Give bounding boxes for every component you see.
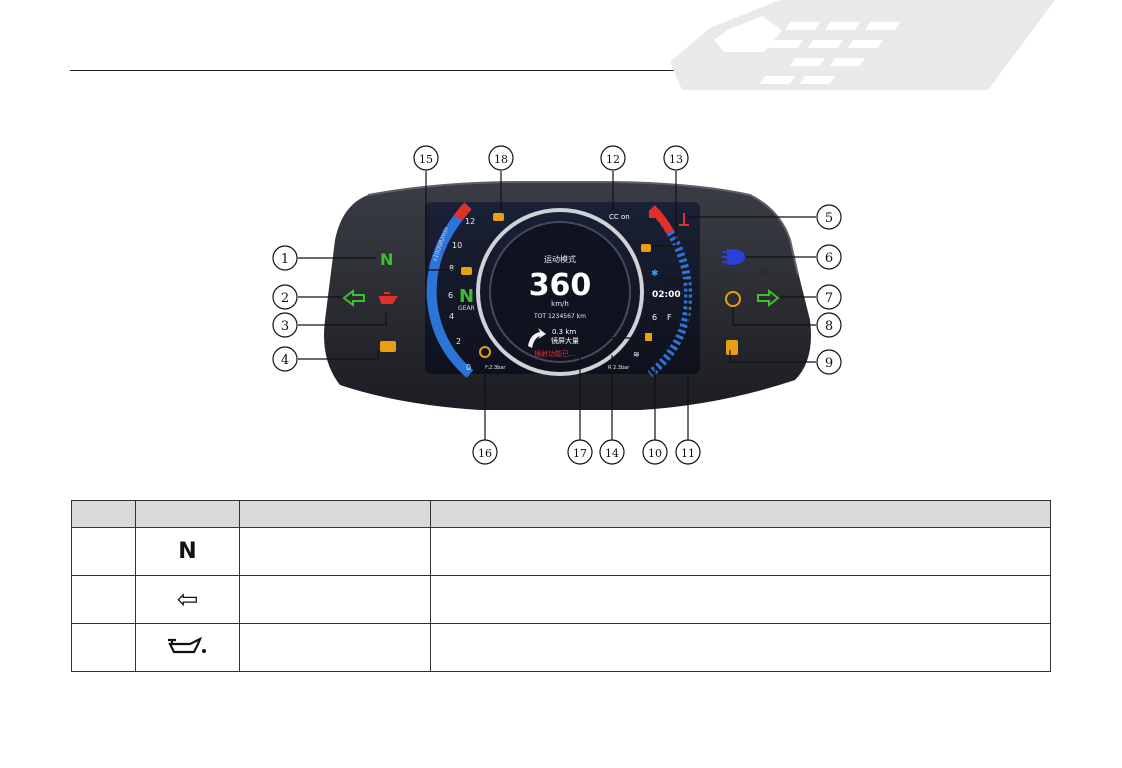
neutral-N-icon: N — [178, 539, 197, 564]
engine-icon-small — [493, 213, 504, 221]
oil-pressure-indicator-icon — [378, 292, 398, 304]
table-header-cell — [135, 500, 240, 528]
callout-2: 2 — [281, 291, 289, 306]
fuel-gauge-arc — [647, 205, 693, 378]
instrument-cluster-diagram: x1000R/min 0 2 4 6 8 10 12 运动模式 360 km/h… — [272, 145, 842, 465]
fuel-level: 6 — [652, 313, 657, 322]
temp-icon-small — [649, 210, 659, 218]
table-header-cell — [71, 500, 136, 528]
callout-10: 10 — [648, 447, 662, 460]
callout-8: 8 — [825, 319, 833, 334]
table-cell — [71, 623, 136, 672]
left-turn-indicator-icon — [342, 288, 365, 308]
callout-9: 9 — [825, 356, 833, 371]
tire-rear: R:2.3bar — [608, 365, 630, 371]
odometer: TOT 1234567 km — [533, 313, 586, 320]
callout-6: 6 — [825, 251, 833, 266]
nav-turn-arrow-icon — [528, 328, 546, 348]
callout-7: 7 — [825, 291, 833, 306]
speed-readout: 360 — [529, 268, 592, 303]
table-cell — [239, 623, 431, 672]
high-beam-indicator-icon — [722, 248, 746, 266]
clock: 02:00 — [652, 290, 681, 300]
table-cell — [430, 527, 1051, 576]
callout-1: 1 — [281, 252, 289, 267]
gear-center: N — [459, 286, 474, 307]
tpms-icon — [479, 346, 491, 358]
table-cell — [71, 527, 136, 576]
fuel-full-mark: F — [667, 313, 672, 322]
table-cell — [71, 575, 136, 624]
rpm-tick-10: 10 — [452, 241, 462, 250]
table-cell — [430, 623, 1051, 672]
rpm-tick-2: 2 — [456, 337, 461, 346]
callout-14: 14 — [605, 447, 619, 460]
callout-11: 11 — [681, 447, 695, 460]
rpm-tick-4: 4 — [449, 312, 454, 321]
rpm-gauge-arc — [426, 202, 474, 378]
wifi-icon: ≋ — [633, 350, 640, 359]
left-turn-arrow-icon: ⇦ — [176, 584, 199, 615]
table-header-cell — [239, 500, 431, 528]
table-cell: ⇦ — [135, 575, 240, 624]
abs-icon-small — [641, 244, 651, 252]
table-cell — [239, 575, 431, 624]
nav-label: 镜屏大量 — [551, 336, 579, 345]
rpm-tick-12: 12 — [465, 217, 475, 226]
table-cell — [430, 575, 1051, 624]
callout-5: 5 — [825, 211, 833, 226]
screen-mirror-icon — [645, 333, 652, 341]
parking-brake-icon-small — [461, 267, 472, 275]
rpm-tick-8: 8 — [449, 264, 454, 273]
table-row: N — [71, 527, 1051, 576]
callout-16: 16 — [478, 447, 492, 460]
abs-indicator-icon — [725, 291, 741, 307]
callout-13: 13 — [669, 153, 683, 166]
cruise-label: CC on — [609, 213, 630, 221]
speed-ring — [476, 208, 644, 376]
bluetooth-icon: ✱ — [651, 269, 659, 279]
callout-4: 4 — [281, 353, 289, 368]
neutral-indicator: N — [380, 250, 393, 269]
rpm-tick-0: 0 — [466, 363, 471, 372]
callout-17: 17 — [573, 447, 587, 460]
callout-3: 3 — [281, 319, 289, 334]
header-rule — [70, 70, 680, 71]
fuel-indicator-icon — [726, 340, 738, 355]
checkered-flag-logo — [670, 0, 1055, 90]
callout-12: 12 — [606, 153, 620, 166]
engine-check-indicator-icon — [380, 341, 396, 352]
table-header-row — [71, 500, 1051, 528]
table-row: ⇦ — [71, 575, 1051, 624]
gear-label: GEAR — [458, 305, 475, 312]
table-header-cell — [430, 500, 1051, 528]
coolant-temp-indicator-icon — [679, 213, 689, 226]
right-turn-indicator-icon — [757, 288, 780, 308]
oil-pressure-icon — [167, 636, 206, 654]
table-cell: N — [135, 527, 240, 576]
mode-label: 运动模式 — [544, 254, 576, 264]
table-cell — [135, 623, 240, 672]
speed-unit: km/h — [551, 300, 569, 308]
table-cell — [239, 527, 431, 576]
rpm-tick-6: 6 — [448, 291, 453, 300]
nav-distance: 0.3 km — [552, 328, 576, 336]
table-row — [71, 623, 1051, 672]
callout-15: 15 — [419, 153, 433, 166]
tire-front: F:2.3bar — [485, 365, 506, 371]
indicator-table: N ⇦ — [71, 500, 1051, 672]
callout-18: 18 — [494, 153, 508, 166]
warning-text: 镜射功能已... — [534, 349, 576, 358]
